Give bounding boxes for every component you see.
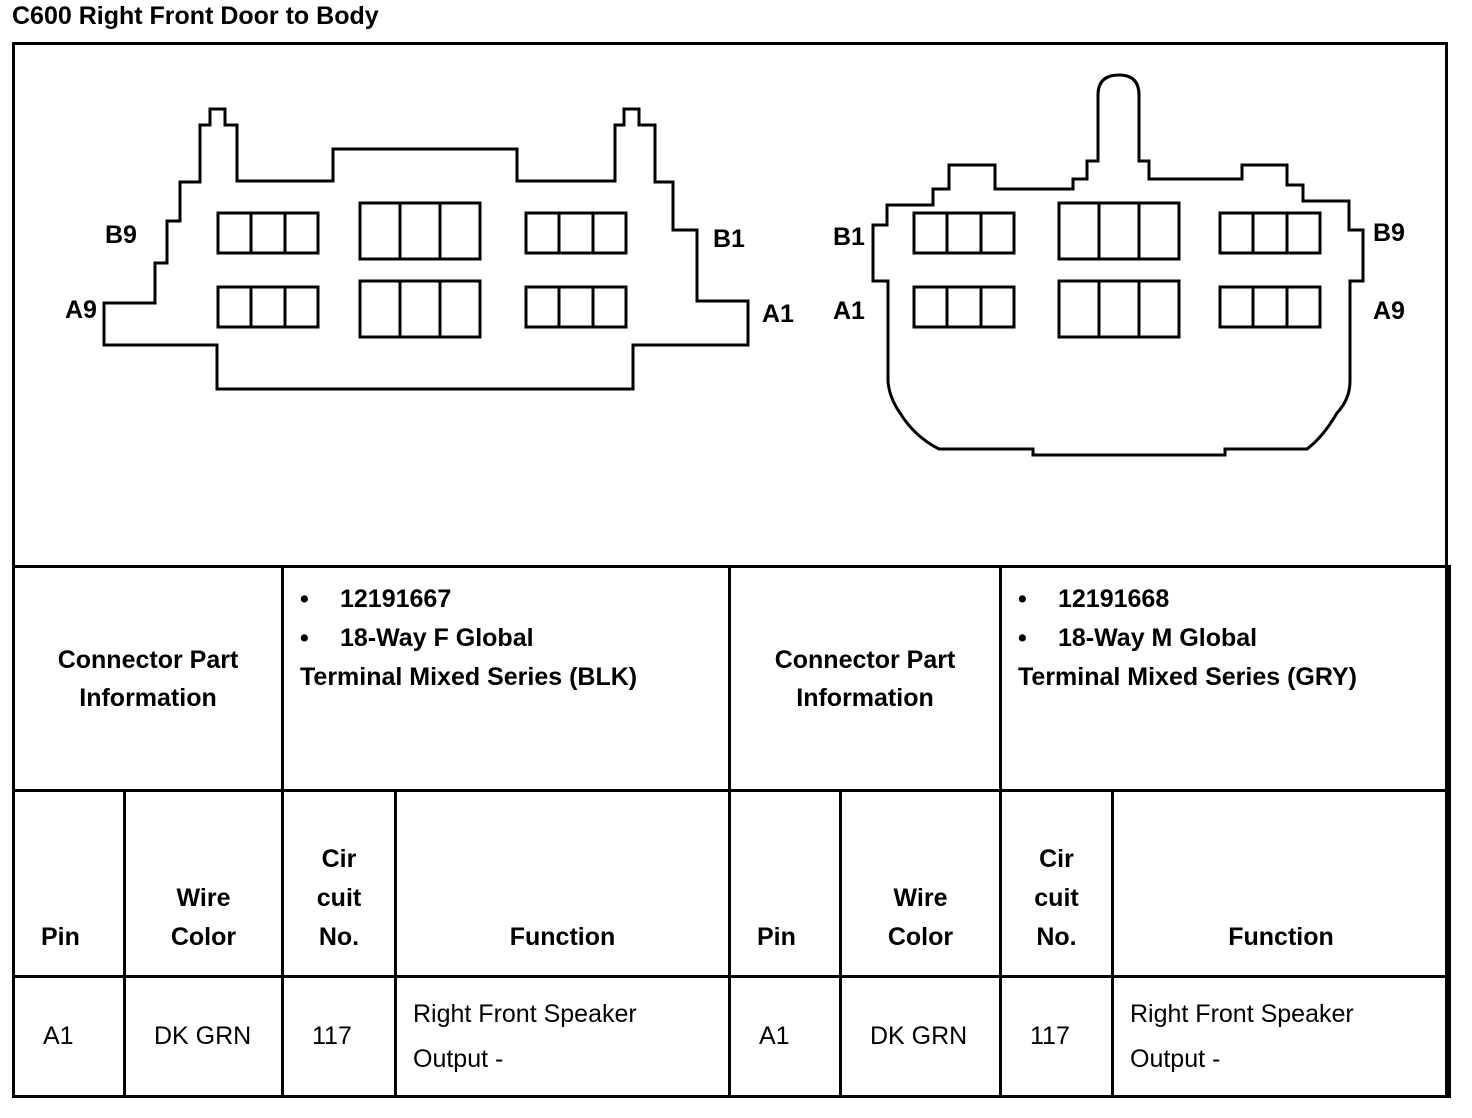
left-label-a1: A1 xyxy=(762,300,794,328)
connector-drawing: B9 A9 B1 A1 B1 A1 B9 A9 xyxy=(65,73,1405,457)
page-title: C600 Right Front Door to Body xyxy=(12,2,379,30)
left-connector-outline xyxy=(102,107,750,391)
right-connector-outline xyxy=(871,73,1365,457)
right-wire-color-cell: DK GRN xyxy=(839,975,1002,1098)
left-part-details: • 12191667 • 18-Way F Global Terminal Mixe… xyxy=(281,565,731,792)
left-part-number: 12191667 xyxy=(340,585,452,613)
col-header-function: Function xyxy=(394,789,731,978)
part-info-row: Connector Part Information • 12191667 • 18… xyxy=(12,565,1451,792)
bullet-icon: • xyxy=(1018,585,1027,613)
right-label-b1: B1 xyxy=(833,223,865,251)
left-label-b1: B1 xyxy=(713,225,745,253)
right-label-b9: B9 xyxy=(1373,219,1405,247)
right-part-info-heading: Connector Part Information xyxy=(728,565,1002,792)
left-pin-cell: A1 xyxy=(12,975,126,1098)
right-part-desc-1: 18-Way M Global xyxy=(1058,624,1258,652)
left-wire-color-cell: DK GRN xyxy=(123,975,284,1098)
left-label-a9: A9 xyxy=(65,296,97,324)
connector-diagram: B9 A9 B1 A1 B1 A1 B9 A9 xyxy=(15,45,1445,565)
right-circuit-cell: 117 xyxy=(999,975,1114,1098)
right-part-desc-2: Terminal Mixed Series (GRY) xyxy=(1018,663,1357,691)
bullet-icon: • xyxy=(300,585,309,613)
right-pin-cell: A1 xyxy=(728,975,842,1098)
right-label-a1: A1 xyxy=(833,297,865,325)
right-label-a9: A9 xyxy=(1373,297,1405,325)
left-label-b9: B9 xyxy=(105,221,137,249)
bullet-icon: • xyxy=(300,624,309,652)
left-part-info-heading: Connector Part Information xyxy=(12,565,284,792)
col-header-pin: Pin xyxy=(728,789,842,978)
bullet-icon: • xyxy=(1018,624,1027,652)
connector-table: Connector Part Information • 12191667 • 18… xyxy=(12,565,1451,1098)
col-header-function: Function xyxy=(1111,789,1451,978)
right-part-number: 12191668 xyxy=(1058,585,1170,613)
left-part-desc-1: 18-Way F Global xyxy=(340,624,534,652)
col-header-pin: Pin xyxy=(12,789,126,978)
left-part-desc-2: Terminal Mixed Series (BLK) xyxy=(300,663,638,691)
left-circuit-cell: 117 xyxy=(281,975,397,1098)
right-part-details: • 12191668 • 18-Way M Global Terminal Mixe… xyxy=(999,565,1451,792)
connector-sheet: B9 A9 B1 A1 B1 A1 B9 A9 Connector Part I… xyxy=(12,42,1451,1098)
